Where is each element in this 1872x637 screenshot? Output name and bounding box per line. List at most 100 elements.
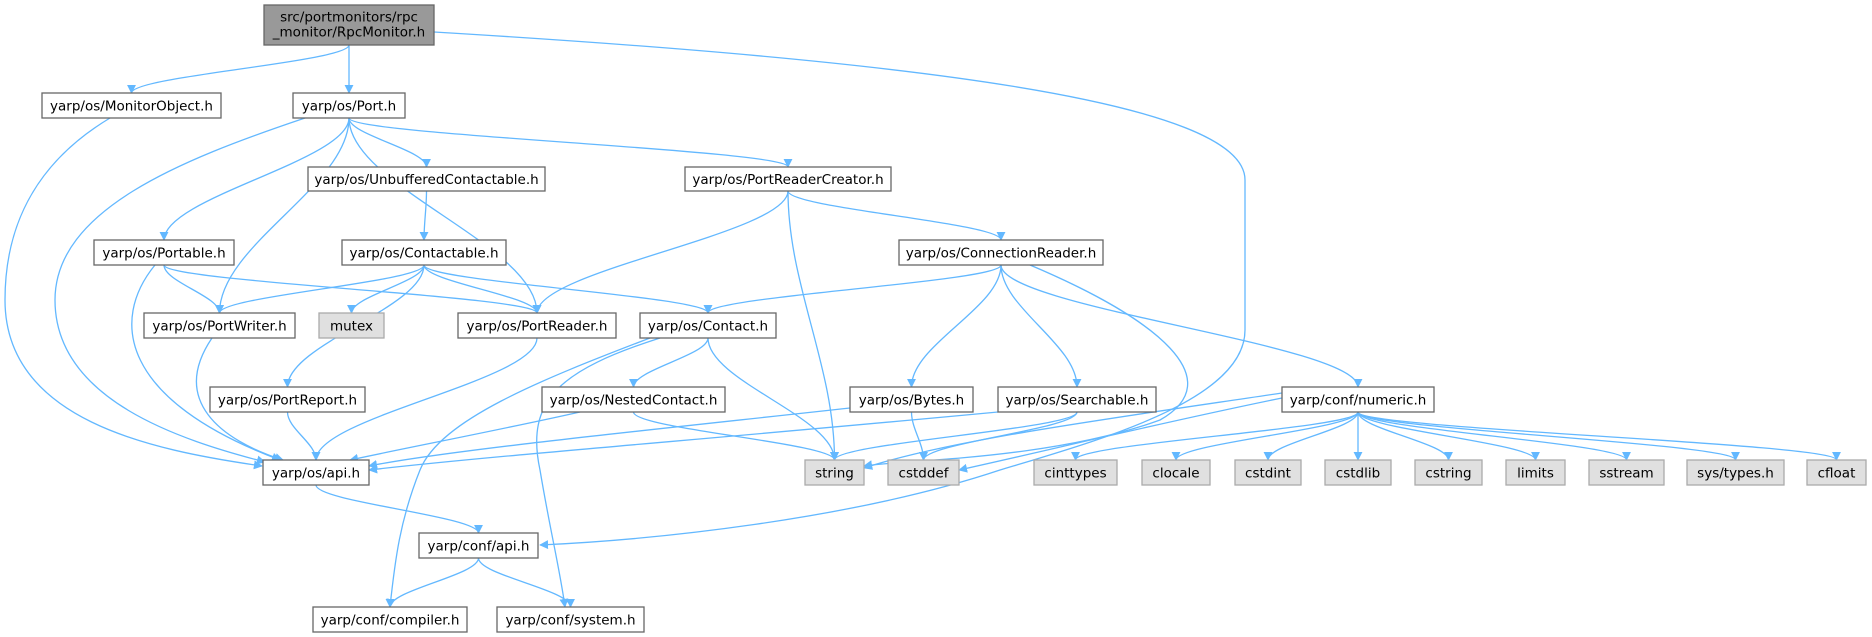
edge-portreadercreator-to-connectionreader — [787, 190, 1006, 241]
node-label: cstdlib — [1336, 466, 1380, 482]
node-portreport[interactable]: yarp/os/PortReport.h — [209, 386, 366, 413]
node-box — [318, 312, 385, 339]
node-label: yarp/os/Portable.h — [102, 246, 225, 262]
node-string[interactable]: string — [804, 459, 865, 486]
node-label: mutex — [330, 319, 373, 335]
edge-connectionreader-to-contact — [703, 264, 1002, 314]
edge-contactable-to-contact — [423, 264, 713, 314]
node-connectionreader[interactable]: yarp/os/ConnectionReader.h — [898, 239, 1104, 266]
node-clocale[interactable]: clocale — [1141, 459, 1211, 486]
node-portable[interactable]: yarp/os/Portable.h — [93, 239, 235, 266]
node-mutex[interactable]: mutex — [318, 312, 385, 339]
node-cstdlib[interactable]: cstdlib — [1324, 459, 1392, 486]
node-box — [41, 92, 222, 119]
node-box — [684, 166, 892, 192]
node-unbuffered[interactable]: yarp/os/UnbufferedContactable.h — [307, 166, 546, 192]
node-box — [1033, 459, 1118, 486]
node-label: cinttypes — [1044, 466, 1106, 482]
node-box — [997, 386, 1157, 413]
node-label: sys/types.h — [1697, 466, 1774, 482]
edge-connectionreader-to-string — [863, 264, 1189, 470]
node-box — [887, 459, 960, 486]
node-label: yarp/conf/numeric.h — [1290, 393, 1427, 409]
node-label: yarp/os/PortReaderCreator.h — [692, 172, 883, 188]
edge-portable-to-portreader — [163, 264, 542, 314]
node-portreadercreator[interactable]: yarp/os/PortReaderCreator.h — [684, 166, 892, 192]
node-system[interactable]: yarp/conf/system.h — [496, 606, 645, 633]
node-label: yarp/os/Bytes.h — [859, 393, 965, 409]
node-label: yarp/os/MonitorObject.h — [50, 99, 213, 115]
edge-contactable-to-portreader — [423, 264, 542, 314]
edge-contactable-to-portwriter — [215, 264, 425, 314]
node-label: yarp/os/api.h — [272, 466, 360, 482]
edge-numeric-to-cstring — [1357, 411, 1453, 461]
edge-bytes-to-osapi — [368, 407, 851, 469]
node-box — [263, 4, 435, 46]
node-label: yarp/os/Searchable.h — [1006, 393, 1149, 409]
node-cstring[interactable]: cstring — [1414, 459, 1483, 486]
node-label-line: src/portmonitors/rpc — [280, 10, 418, 26]
node-cfloat[interactable]: cfloat — [1806, 459, 1867, 486]
node-sstream[interactable]: sstream — [1588, 459, 1665, 486]
node-confapi[interactable]: yarp/conf/api.h — [418, 532, 539, 559]
node-contactable[interactable]: yarp/os/Contactable.h — [341, 239, 507, 266]
node-box — [307, 166, 546, 192]
node-portreader[interactable]: yarp/os/PortReader.h — [457, 312, 617, 339]
node-osapi[interactable]: yarp/os/api.h — [262, 459, 370, 486]
node-box — [93, 239, 235, 266]
node-numeric[interactable]: yarp/conf/numeric.h — [1281, 386, 1435, 413]
edge-portreader-to-osapi — [311, 337, 538, 461]
edge-contact-to-nestedcontact — [629, 337, 709, 388]
node-box — [541, 386, 726, 413]
node-systypes[interactable]: sys/types.h — [1686, 459, 1785, 486]
node-monitorobject[interactable]: yarp/os/MonitorObject.h — [41, 92, 222, 119]
node-label-line: _monitor/RpcMonitor.h — [272, 25, 425, 41]
edge-numeric-to-cinttypes — [1071, 411, 1359, 461]
edge-confapi-to-compiler — [385, 557, 480, 608]
edge-numeric-to-string — [863, 392, 1283, 470]
edge-portwriter-to-osapi — [195, 337, 284, 462]
edge-osapi-to-confapi — [315, 484, 483, 534]
node-searchable[interactable]: yarp/os/Searchable.h — [997, 386, 1157, 413]
node-root[interactable]: src/portmonitors/rpc_monitor/RpcMonitor.… — [263, 4, 435, 46]
node-cstddef[interactable]: cstddef — [887, 459, 960, 486]
node-cinttypes[interactable]: cinttypes — [1033, 459, 1118, 486]
node-label: cfloat — [1818, 466, 1856, 482]
node-box — [1281, 386, 1435, 413]
edge-port-to-unbuffered — [348, 117, 431, 168]
node-box — [341, 239, 507, 266]
node-label: yarp/os/Port.h — [302, 99, 396, 115]
node-portwriter[interactable]: yarp/os/PortWriter.h — [143, 312, 296, 339]
node-label: yarp/os/Contactable.h — [349, 246, 498, 262]
edge-numeric-to-cstdint — [1263, 411, 1359, 461]
node-cstdint[interactable]: cstdint — [1234, 459, 1302, 486]
node-label: string — [815, 466, 854, 482]
node-compiler[interactable]: yarp/conf/compiler.h — [312, 606, 468, 633]
edge-monitorobject-to-osapi — [4, 117, 263, 470]
node-nestedcontact[interactable]: yarp/os/NestedContact.h — [541, 386, 726, 413]
node-box — [1505, 459, 1566, 486]
edge-portreadercreator-to-portreader — [532, 190, 789, 314]
edge-root-to-confapi — [433, 31, 1246, 550]
edge-numeric-to-clocale — [1171, 411, 1359, 461]
edge-contactable-to-mutex — [347, 264, 425, 314]
node-box — [849, 386, 974, 413]
node-label: yarp/conf/api.h — [428, 539, 530, 555]
node-box — [639, 312, 777, 339]
edge-portreadercreator-to-string — [787, 190, 839, 461]
node-box — [1806, 459, 1867, 486]
edge-port-to-osapi — [54, 117, 306, 465]
node-box — [457, 312, 617, 339]
edge-connectionreader-to-searchable — [1000, 264, 1082, 388]
node-contact[interactable]: yarp/os/Contact.h — [639, 312, 777, 339]
edge-connectionreader-to-numeric — [1000, 264, 1363, 388]
edge-searchable-to-string — [830, 411, 1078, 461]
node-bytes[interactable]: yarp/os/Bytes.h — [849, 386, 974, 413]
edge-unbuffered-to-contactable — [419, 190, 429, 241]
node-label: cstddef — [899, 466, 950, 482]
edge-portreport-to-osapi — [286, 411, 321, 461]
edge-confapi-to-system — [477, 557, 575, 608]
node-limits[interactable]: limits — [1505, 459, 1566, 486]
edge-root-to-monitorobject — [127, 44, 350, 94]
node-port[interactable]: yarp/os/Port.h — [292, 92, 406, 119]
